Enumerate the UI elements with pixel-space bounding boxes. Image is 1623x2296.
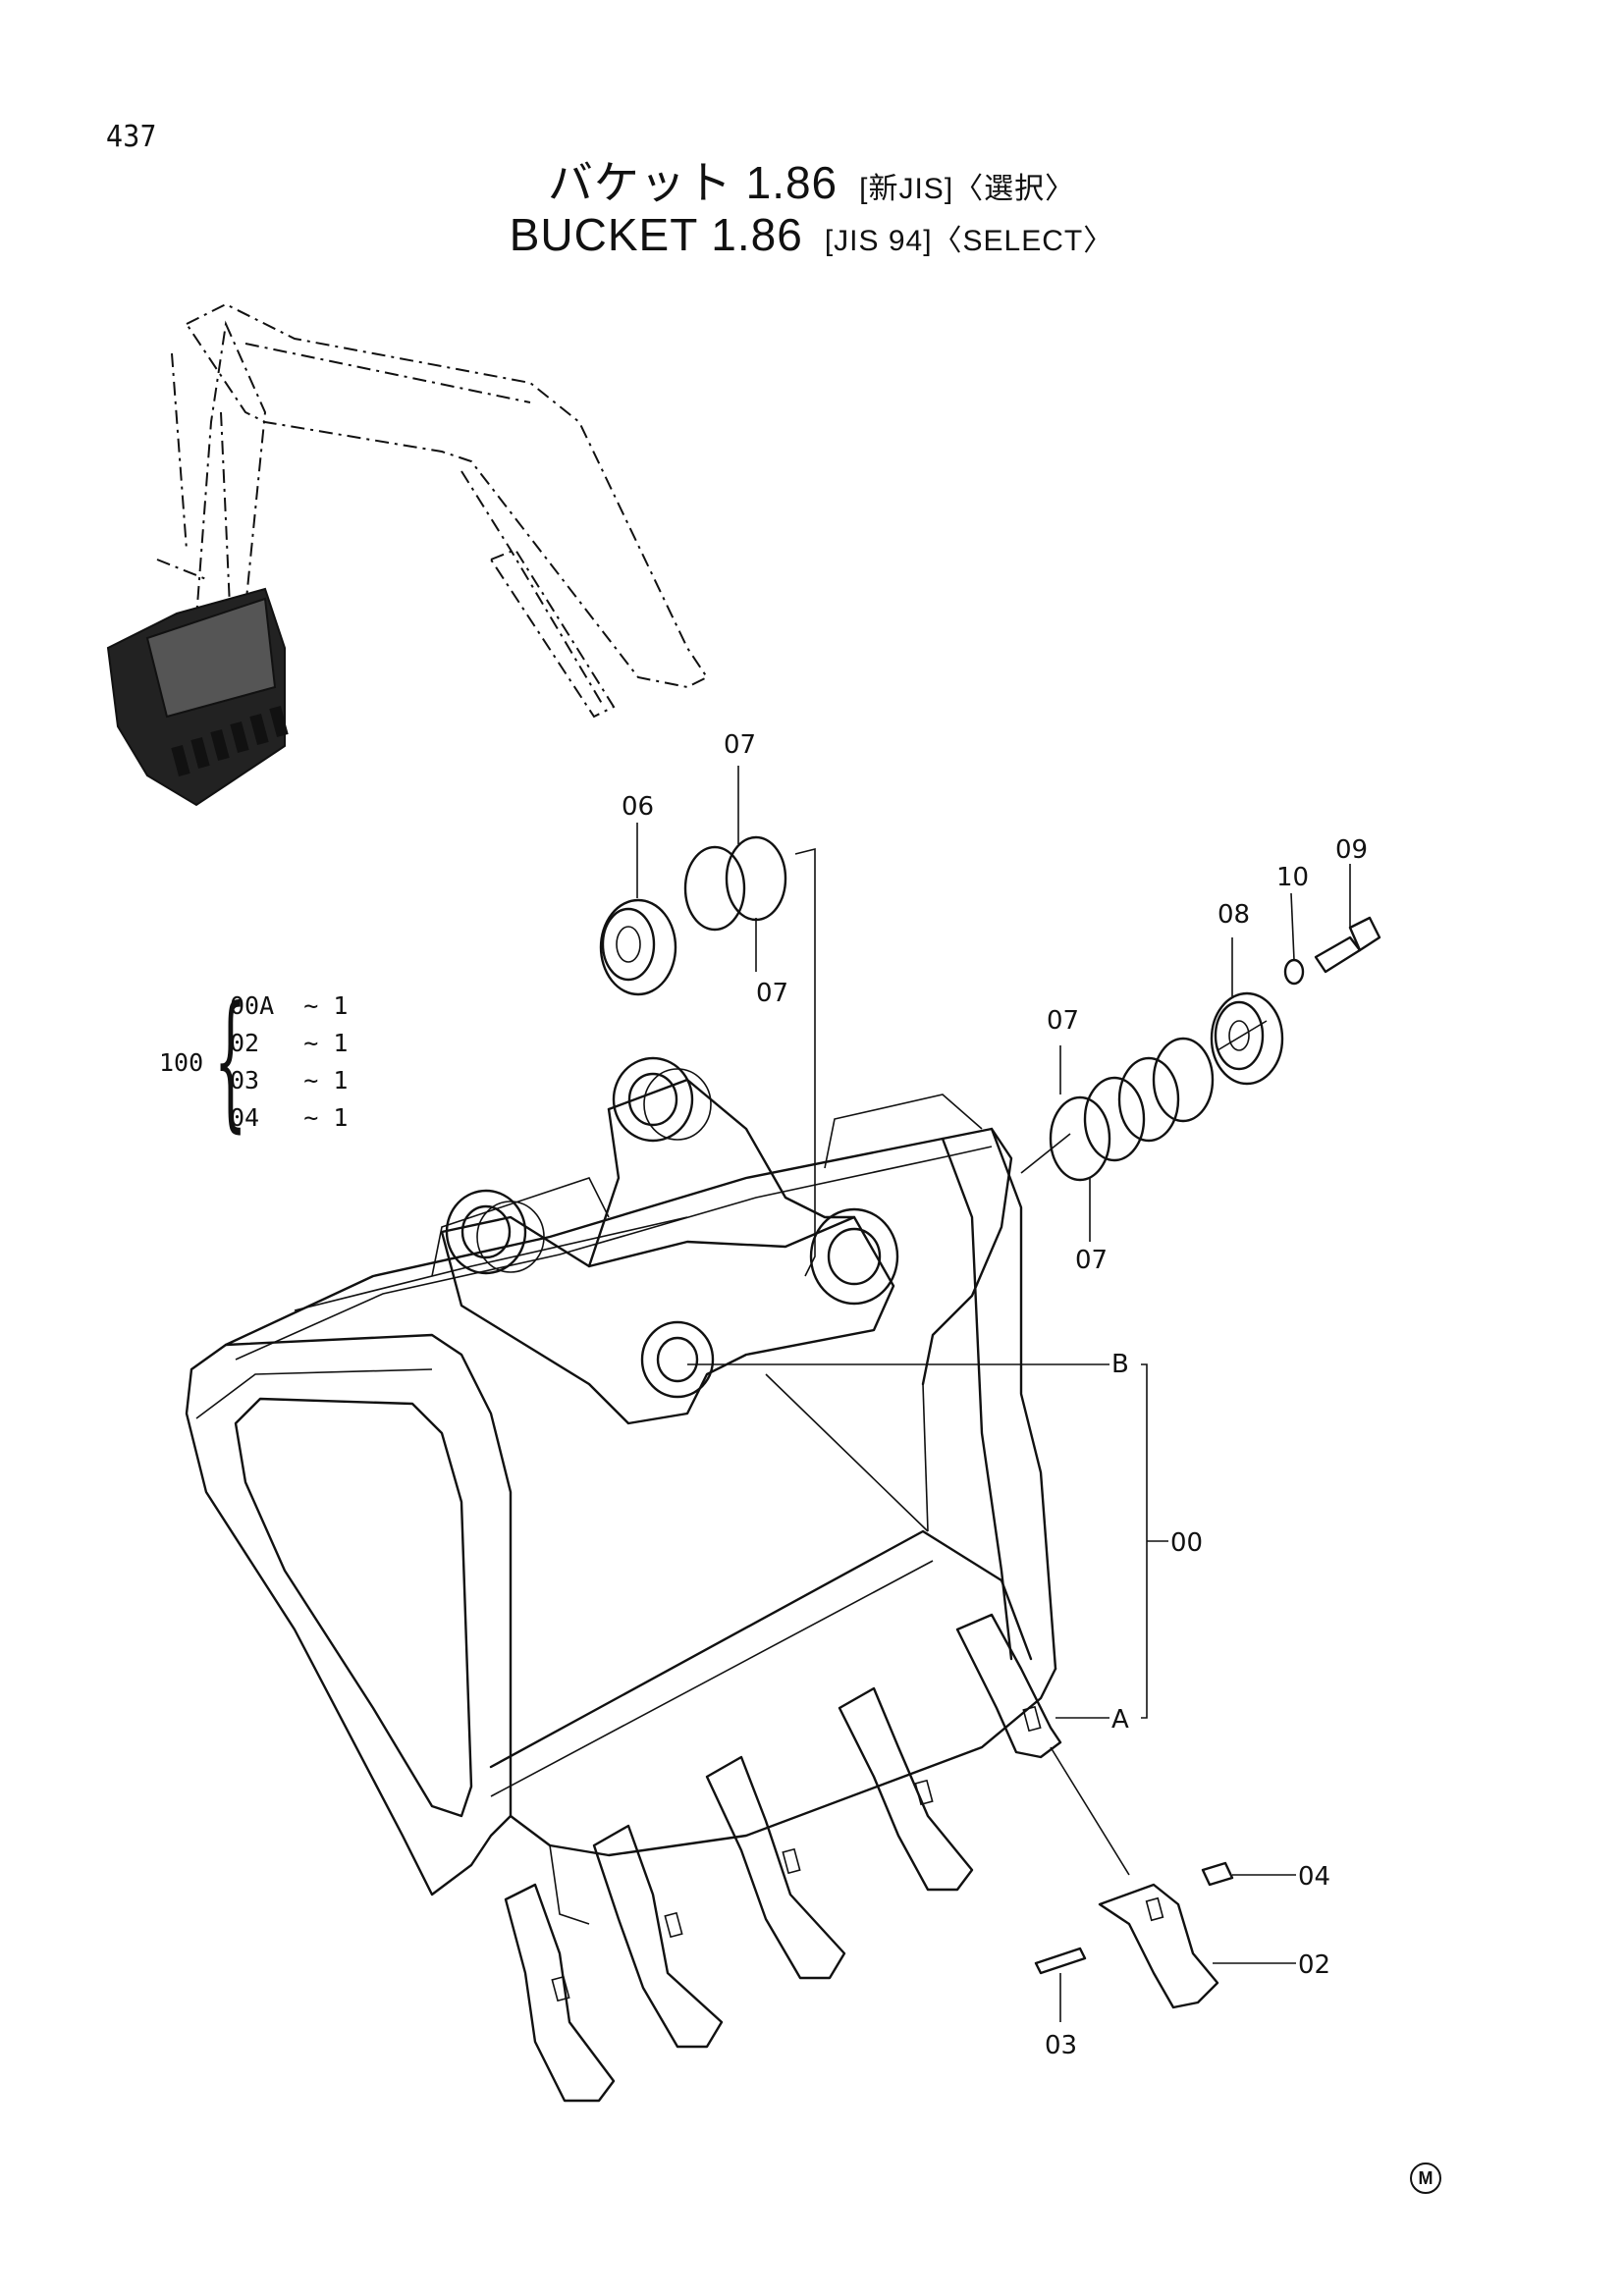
callout-07-right-top: 07 [1047,1006,1079,1036]
assembly-row: 02 ~ 1 [230,1029,349,1057]
callout-09: 09 [1335,835,1368,865]
callout-06: 06 [622,792,654,822]
part-06-collar [599,898,677,996]
bucket-main [185,1056,1062,2103]
title-jp-main: バケット 1.86 [547,157,839,208]
excavator-arm-overview [106,302,709,807]
part-08-collar [1210,991,1284,1086]
title-en-option: 〈SELECT〉 [932,225,1114,257]
assembly-row: 04 ~ 1 [230,1103,349,1132]
title-jp-option: 〈選択〉 [953,173,1076,205]
assembly-parent: 100 [159,1048,204,1077]
boss-link-right [809,1207,899,1306]
callout-04: 04 [1298,1862,1330,1892]
callout-00: 00 [1170,1528,1203,1558]
part-07-shims-right [1049,1037,1215,1182]
pin-parts [599,835,1381,1277]
leader-lines [636,766,1351,2022]
part-02-tooth-point [1098,1883,1219,2009]
callout-labels: 06 07 07 07 07 08 10 09 B 00 A 04 02 03 [622,730,1368,2060]
callout-A: A [1111,1705,1129,1735]
tooth-exploded [1034,1746,1234,2009]
boss-upper-center [612,1056,712,1143]
boss-link-lower [640,1320,715,1399]
callout-03: 03 [1045,2031,1077,2060]
part-03-pin [1034,1947,1087,1975]
overview-bucket [106,587,289,807]
title-english: BUCKET 1.86 [JIS 94]〈SELECT〉 [0,208,1623,261]
title-jp-standard: [新JIS] [859,173,954,205]
callout-07-top: 07 [724,730,756,760]
callout-07-mid: 07 [756,979,788,1008]
m-mark-icon: M [1410,2163,1441,2194]
callout-08: 08 [1217,900,1250,930]
part-07-shims-left [683,835,787,932]
brace-icon: { [214,976,247,1147]
assembly-row: 00A ~ 1 [230,991,349,1020]
bucket-teeth [504,1613,1062,2103]
callout-02: 02 [1298,1950,1330,1980]
callout-B: B [1111,1350,1129,1379]
title-japanese: バケット 1.86 [新JIS]〈選択〉 [0,147,1623,212]
callout-07-right-bottom: 07 [1075,1246,1108,1275]
title-en-main: BUCKET 1.86 [509,209,803,260]
callout-10: 10 [1276,863,1309,892]
part-10-washer [1283,958,1305,986]
boss-upper-left [445,1189,545,1275]
assembly-row: 03 ~ 1 [230,1066,349,1095]
title-en-standard: [JIS 94] [824,225,933,257]
part-04-lock [1201,1861,1234,1887]
part-09-bolt [1314,916,1381,974]
page-number: 437 [106,120,157,154]
